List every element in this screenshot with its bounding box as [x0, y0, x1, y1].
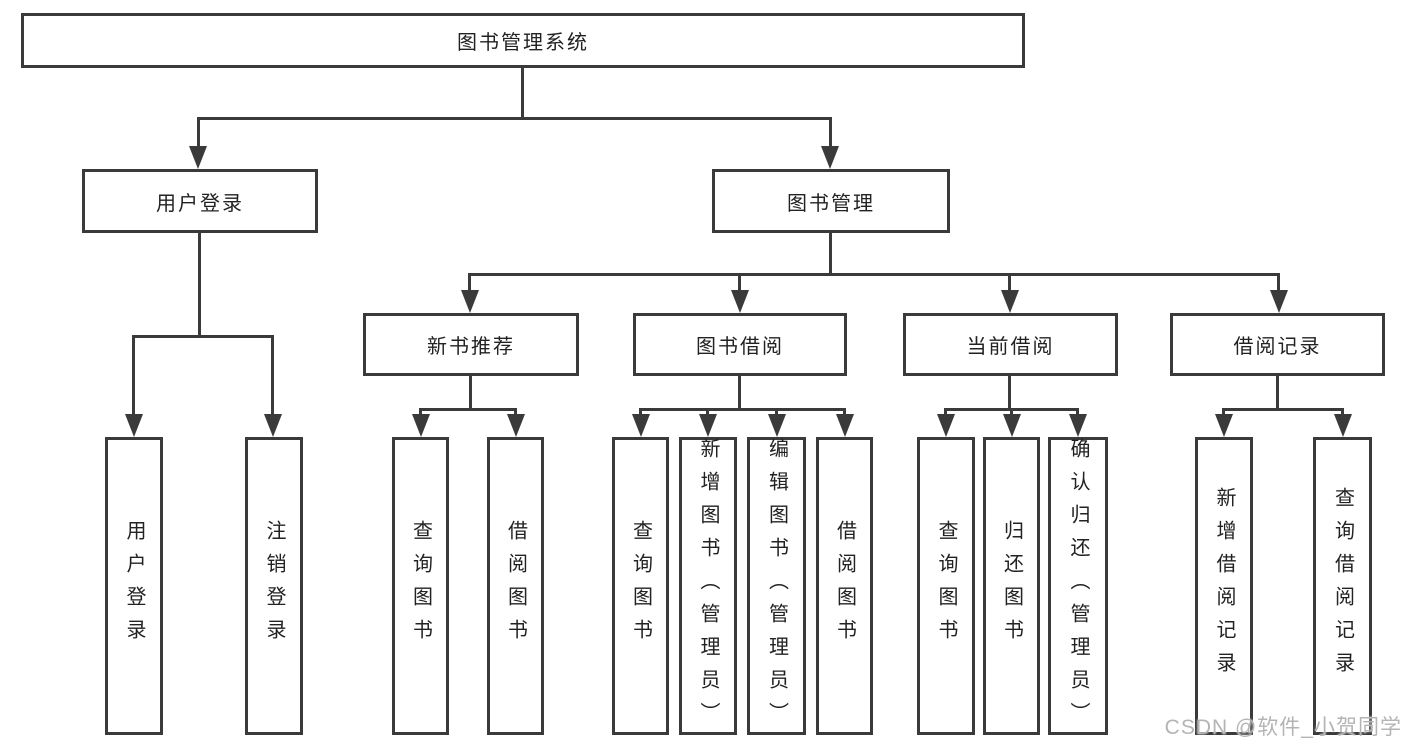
arrow-down-icon [821, 146, 839, 169]
leaf-user-login: 用户登录 [105, 437, 163, 735]
arrow-down-icon [768, 414, 786, 437]
leaf-current-confirm-return-admin-label: 确认归还（管理员） [1067, 437, 1089, 735]
connector-line [420, 408, 516, 411]
connector-line [514, 408, 517, 418]
leaf-record-add-borrow-record-label: 新增借阅记录 [1213, 487, 1235, 685]
leaf-record-query-borrow-record-label: 查询借阅记录 [1331, 487, 1354, 685]
leaf-newbook-borrow-book-label: 借阅图书 [504, 520, 527, 652]
leaf-logout-login: 注销登录 [245, 437, 303, 735]
leaf-borrow-borrow-book: 借阅图书 [816, 437, 873, 735]
connector-line [197, 117, 831, 120]
connector-line [469, 376, 472, 408]
connector-line [468, 273, 471, 293]
connector-line [1008, 273, 1011, 293]
arrow-down-icon [1215, 414, 1233, 437]
arrow-down-icon [699, 414, 717, 437]
leaf-newbook-query-book-label: 查询图书 [409, 520, 432, 652]
connector-line [829, 233, 832, 273]
connector-line [132, 335, 135, 415]
arrow-down-icon [1001, 290, 1019, 313]
arrow-down-icon [264, 414, 282, 437]
arrow-down-icon [125, 414, 143, 437]
connector-line [829, 117, 832, 150]
connector-line [470, 273, 1280, 276]
connector-line [640, 408, 845, 411]
csdn-watermark: CSDN @软件_小贺同学 [1164, 716, 1402, 739]
connector-line [843, 408, 846, 418]
arrow-down-icon [836, 414, 854, 437]
leaf-borrow-edit-book-admin-label: 编辑图书（管理员） [765, 437, 788, 735]
connector-line [1341, 408, 1344, 418]
connector-line [271, 335, 274, 415]
connector-line [1224, 408, 1343, 411]
connector-line [639, 408, 642, 418]
node-borrow-record-label: 借阅记录 [1233, 336, 1322, 358]
leaf-current-query-book-label: 查询图书 [935, 520, 957, 652]
arrow-down-icon [189, 146, 207, 169]
leaf-current-confirm-return-admin: 确认归还（管理员） [1048, 437, 1108, 735]
connector-line [706, 408, 709, 418]
node-new-book-recommend-label: 新书推荐 [427, 336, 515, 358]
connector-line [198, 233, 201, 335]
node-user-login: 用户登录 [82, 169, 318, 233]
node-borrow-record: 借阅记录 [1170, 313, 1385, 376]
leaf-current-return-book-label: 归还图书 [1000, 520, 1023, 652]
arrow-down-icon [1270, 290, 1288, 313]
connector-line [1076, 408, 1079, 418]
arrow-down-icon [1003, 414, 1021, 437]
leaf-current-query-book: 查询图书 [917, 437, 975, 735]
connector-line [738, 376, 741, 408]
connector-line [1277, 273, 1280, 293]
arrow-down-icon [461, 290, 479, 313]
leaf-newbook-query-book: 查询图书 [392, 437, 449, 735]
leaf-borrow-add-book-admin-label: 新增图书（管理员） [697, 437, 719, 735]
leaf-logout-login-label: 注销登录 [263, 520, 285, 652]
leaf-user-login-label: 用户登录 [123, 520, 145, 652]
arrow-down-icon [937, 414, 955, 437]
arrow-down-icon [1069, 414, 1087, 437]
arrow-down-icon [412, 414, 430, 437]
connector-line [197, 117, 200, 150]
leaf-record-query-borrow-record: 查询借阅记录 [1313, 437, 1372, 735]
node-current-borrow-label: 当前借阅 [966, 336, 1055, 358]
node-book-borrow: 图书借阅 [633, 313, 847, 376]
connector-line [134, 335, 274, 338]
node-root: 图书管理系统 [21, 13, 1025, 68]
connector-line [738, 273, 741, 293]
node-current-borrow: 当前借阅 [903, 313, 1118, 376]
connector-line [1008, 376, 1011, 408]
node-book-management-label: 图书管理 [787, 192, 875, 215]
connector-line [419, 408, 422, 418]
leaf-current-return-book: 归还图书 [983, 437, 1040, 735]
connector-line [775, 408, 778, 418]
node-new-book-recommend: 新书推荐 [363, 313, 579, 376]
arrow-down-icon [1334, 414, 1352, 437]
node-user-login-label: 用户登录 [156, 192, 244, 215]
connector-line [1276, 376, 1279, 408]
leaf-newbook-borrow-book: 借阅图书 [487, 437, 544, 735]
connector-line [944, 408, 947, 418]
leaf-borrow-add-book-admin: 新增图书（管理员） [679, 437, 737, 735]
leaf-borrow-edit-book-admin: 编辑图书（管理员） [747, 437, 806, 735]
node-book-borrow-label: 图书借阅 [696, 336, 784, 358]
leaf-borrow-query-book-label: 查询图书 [629, 520, 652, 652]
arrow-down-icon [632, 414, 650, 437]
connector-line [521, 68, 524, 117]
connector-line [1222, 408, 1225, 418]
arrow-down-icon [507, 414, 525, 437]
leaf-record-add-borrow-record: 新增借阅记录 [1195, 437, 1253, 735]
leaf-borrow-query-book: 查询图书 [612, 437, 669, 735]
leaf-borrow-borrow-book-label: 借阅图书 [833, 520, 856, 652]
node-root-label: 图书管理系统 [457, 32, 589, 54]
node-book-management: 图书管理 [712, 169, 950, 233]
connector-line [1010, 408, 1013, 418]
arrow-down-icon [731, 290, 749, 313]
